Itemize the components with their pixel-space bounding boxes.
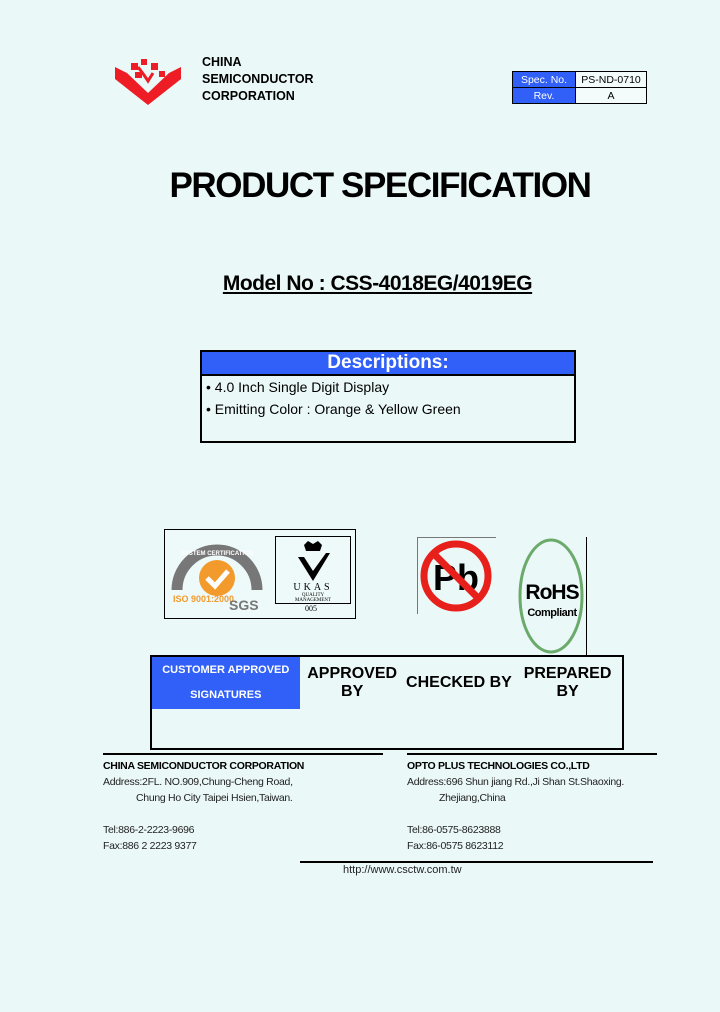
address-line: Zhejiang,China	[439, 792, 506, 804]
contact-right: OPTO PLUS TECHNOLOGIES CO.,LTD Address:6…	[407, 753, 657, 854]
divider	[407, 753, 657, 755]
header-line: CUSTOMER APPROVED	[162, 664, 290, 676]
divider	[103, 753, 383, 755]
fax: Fax:86-0575 8623112	[407, 840, 504, 852]
spec-table: Spec. No. PS-ND-0710 Rev. A	[512, 71, 647, 104]
spec-no-value: PS-ND-0710	[575, 71, 647, 88]
address-line: Address:2FL. NO.909,Chung-Cheng Road,	[103, 776, 293, 788]
svg-text:RoHS: RoHS	[525, 581, 579, 604]
signature-cell[interactable]	[405, 709, 513, 711]
fax: Fax:886 2 2223 9377	[103, 840, 197, 852]
certification-box: SYSTEM CERTIFICATION ISO 9001:2000 SGS U…	[164, 529, 356, 619]
page-title: PRODUCT SPECIFICATION	[169, 166, 591, 205]
divider	[300, 861, 653, 863]
ukas-code: 005	[305, 604, 317, 613]
model-number: Model No : CSS-4018EG/4019EG	[222, 272, 533, 295]
company-name-line: SEMICONDUCTOR	[202, 72, 314, 86]
signature-cell[interactable]	[152, 709, 300, 711]
signature-cell[interactable]	[513, 709, 622, 711]
divider	[586, 537, 587, 657]
website-link[interactable]: http://www.csctw.com.tw	[343, 864, 462, 876]
description-item: • Emitting Color : Orange & Yellow Green	[206, 401, 461, 417]
address-line: Chung Ho City Taipei Hsien,Taiwan.	[136, 792, 293, 804]
svg-text:SGS: SGS	[229, 597, 259, 613]
svg-text:ISO 9001:2000: ISO 9001:2000	[173, 594, 234, 604]
header-line: SIGNATURES	[190, 689, 262, 701]
signature-table: CUSTOMER APPROVED SIGNATURES APPROVED BY…	[150, 655, 624, 750]
checked-by-header: CHECKED BY	[406, 674, 512, 691]
signature-cell[interactable]	[300, 709, 405, 711]
customer-approved-header: CUSTOMER APPROVED SIGNATURES	[152, 657, 300, 709]
rev-value: A	[575, 87, 647, 104]
company-name-line: CHINA	[202, 55, 242, 69]
rev-label: Rev.	[512, 87, 576, 104]
tel: Tel:886-2-2223-9696	[103, 824, 195, 836]
company-name: CHINA SEMICONDUCTOR CORPORATION	[202, 54, 314, 105]
company-name: OPTO PLUS TECHNOLOGIES CO.,LTD	[407, 760, 590, 772]
svg-text:Compliant: Compliant	[527, 607, 577, 619]
svg-text:MANAGEMENT: MANAGEMENT	[295, 598, 331, 603]
descriptions-header: Descriptions:	[202, 352, 574, 376]
ukas-icon: UKAS QUALITY MANAGEMENT	[275, 536, 351, 604]
company-name: CHINA SEMICONDUCTOR CORPORATION	[103, 760, 305, 772]
tel: Tel:86-0575-8623888	[407, 824, 501, 836]
description-item: • 4.0 Inch Single Digit Display	[206, 379, 390, 395]
svg-text:SYSTEM CERTIFICATION: SYSTEM CERTIFICATION	[181, 551, 253, 557]
svg-text:QUALITY: QUALITY	[302, 593, 325, 598]
company-name-line: CORPORATION	[202, 89, 295, 103]
descriptions-box: Descriptions: • 4.0 Inch Single Digit Di…	[200, 350, 576, 443]
prepared-by-header: PREPARED BY	[523, 665, 612, 700]
address-line: Address:696 Shun jiang Rd.,Ji Shan St.Sh…	[407, 776, 625, 788]
contact-left: CHINA SEMICONDUCTOR CORPORATION Address:…	[103, 753, 383, 854]
pb-free-icon: Pb	[417, 537, 496, 614]
csc-logo-icon	[113, 55, 183, 105]
sgs-iso-icon: SYSTEM CERTIFICATION ISO 9001:2000 SGS	[169, 534, 265, 614]
approved-by-header: APPROVED BY	[307, 665, 398, 700]
spec-no-label: Spec. No.	[512, 71, 576, 88]
svg-text:UKAS: UKAS	[293, 582, 332, 593]
rohs-compliant-icon: RoHS Compliant	[516, 537, 586, 655]
